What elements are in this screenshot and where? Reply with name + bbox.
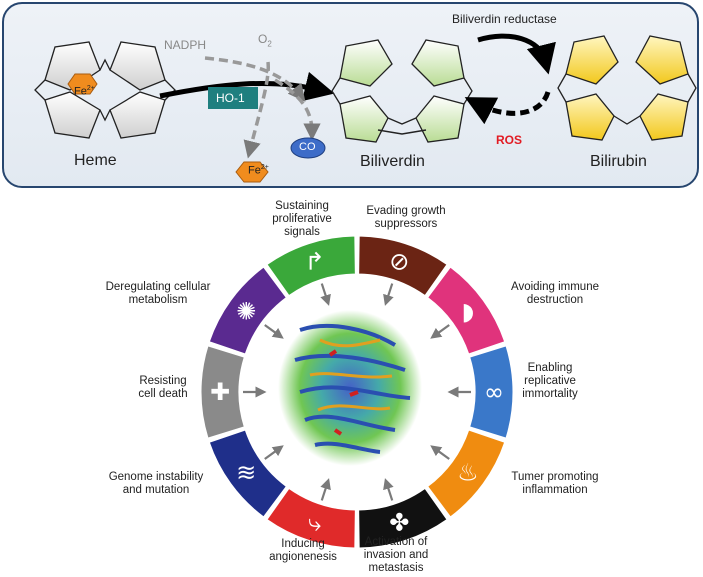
o2-arrow <box>243 61 271 159</box>
fe-output-text: Fe <box>248 164 261 177</box>
heme-molecule <box>34 41 176 139</box>
heme-oxygenase-protein <box>278 310 422 466</box>
hallmark-8-line1: Resisting <box>139 375 187 387</box>
biliverdin-molecule <box>331 39 473 143</box>
reductase-label: Biliverdin reductase <box>452 12 557 26</box>
nadph-arrow <box>204 56 306 102</box>
hallmark-icon-3: ∞ <box>484 378 504 406</box>
hallmark-icon-2: ◗ <box>462 297 475 325</box>
o2-subscript: 2 <box>267 39 272 49</box>
bilirubin-molecule <box>557 35 697 141</box>
ros-label: ROS <box>496 133 523 147</box>
hallmark-8-line2: cell death <box>138 388 188 400</box>
hallmark-arrow-7 <box>264 445 284 460</box>
hallmark-arrow-0 <box>320 283 331 306</box>
hallmark-0-line2: proliferative <box>272 213 332 225</box>
hallmark-6-line2: angionenesis <box>269 551 337 563</box>
hallmark-9-line1: Deregulating cellular <box>105 281 211 293</box>
fe-output-charge: 2+ <box>260 164 269 171</box>
fe-heme-text: Fe <box>74 85 87 98</box>
hallmark-segment-3 <box>469 345 514 439</box>
hallmark-arrow-1 <box>383 283 394 306</box>
hallmark-1-line1: Evading growth <box>366 205 446 217</box>
hallmark-icon-0: ↱ <box>305 248 325 276</box>
hallmark-icon-7: ≋ <box>236 459 256 487</box>
hallmark-arrow-5 <box>383 478 394 501</box>
hallmark-segment-1 <box>358 235 448 297</box>
hallmark-icon-1: ⊘ <box>389 248 409 276</box>
fe-hexagon <box>67 73 98 95</box>
ho1-label: HO-1 <box>216 91 245 105</box>
hallmark-4-line1: Tumer promoting <box>511 471 599 483</box>
hallmark-arrow-9 <box>264 324 284 339</box>
hallmark-0-line1: Sustaining <box>275 200 329 212</box>
hallmark-3-line1: Enabling <box>527 362 573 374</box>
nadph-label: NADPH <box>164 38 207 52</box>
heme-label: Heme <box>74 152 117 169</box>
hallmark-label-5: Activation of invasion and metastasis <box>356 536 436 575</box>
hallmark-5-line1: Activation of <box>364 536 428 548</box>
hallmark-arrow-6 <box>320 478 331 501</box>
co-label: CO <box>299 141 316 153</box>
hallmark-9-line2: metabolism <box>128 294 188 306</box>
hallmark-3-line2: replicative <box>524 375 576 387</box>
hallmark-icon-9: ✺ <box>236 297 256 325</box>
o2-label: O2 <box>258 32 272 48</box>
hallmark-segment-5 <box>358 487 448 549</box>
hallmark-3-line3: immortality <box>522 388 578 400</box>
hallmark-label-2: Avoiding immune destruction <box>500 281 610 307</box>
biliverdin-label: Biliverdin <box>360 153 425 170</box>
hallmark-7-line1: Genome instability <box>108 471 204 483</box>
hallmarks-wheel <box>200 235 514 549</box>
hallmark-segment-7 <box>208 429 288 518</box>
hallmark-label-8: Resisting cell death <box>118 375 208 401</box>
hallmark-segment-6 <box>266 487 356 549</box>
hallmark-label-9: Deregulating cellular metabolism <box>90 281 226 307</box>
bilirubin-label: Bilirubin <box>590 153 647 170</box>
hallmark-segment-0 <box>266 235 356 297</box>
hallmark-label-6: Inducing angionenesis <box>258 538 348 564</box>
fe-output-hexagon <box>235 161 269 183</box>
hallmark-7-line2: and mutation <box>122 484 190 496</box>
hallmark-5-line2: invasion and <box>363 549 429 561</box>
hallmark-1-line2: suppressors <box>374 218 438 230</box>
hallmark-icon-6: ⤷ <box>308 508 321 536</box>
hallmark-segment-4 <box>426 429 506 518</box>
hallmark-0-line3: signals <box>284 226 320 238</box>
hallmark-arrow-2 <box>430 324 450 339</box>
fe-heme-charge: 2+ <box>86 85 95 92</box>
hallmark-label-1: Evading growth suppressors <box>356 205 456 231</box>
reductase-arrow <box>477 33 556 75</box>
fe-output-label: Fe2+ <box>248 164 269 177</box>
hallmark-2-line1: Avoiding immune <box>510 281 599 293</box>
fe-heme-label: Fe2+ <box>74 85 95 98</box>
hallmark-label-0: Sustaining proliferative signals <box>262 200 342 239</box>
co-oval <box>290 137 326 159</box>
hallmark-arrow-4 <box>430 445 450 460</box>
hallmark-icon-8: ✚ <box>210 378 230 406</box>
hallmark-5-line3: metastasis <box>368 562 424 574</box>
hallmark-label-4: Tumer promoting inflammation <box>500 471 610 497</box>
hallmark-segment-9 <box>208 266 288 355</box>
hallmark-4-line2: inflammation <box>522 484 588 496</box>
hallmark-icons: ↱ ⊘ ◗ ∞ ♨ ✤ ⤷ ≋ ✚ ✺ <box>210 248 504 537</box>
hallmark-label-7: Genome instability and mutation <box>96 471 216 497</box>
hallmark-arrows <box>243 283 471 501</box>
co-arrow <box>274 78 321 141</box>
hallmark-label-3: Enabling replicative immortality <box>510 362 590 401</box>
hallmark-icon-5: ✤ <box>389 508 409 536</box>
hallmark-6-line1: Inducing <box>281 538 325 550</box>
o2-text: O <box>258 32 268 46</box>
hallmark-icon-4: ♨ <box>457 459 479 487</box>
hallmark-2-line2: destruction <box>526 294 584 306</box>
heme-pathway-panel <box>2 2 699 188</box>
ho1-box <box>208 87 258 109</box>
hallmark-segment-8 <box>200 345 245 439</box>
ros-arrow <box>464 91 551 125</box>
hallmark-segment-2 <box>426 266 506 355</box>
